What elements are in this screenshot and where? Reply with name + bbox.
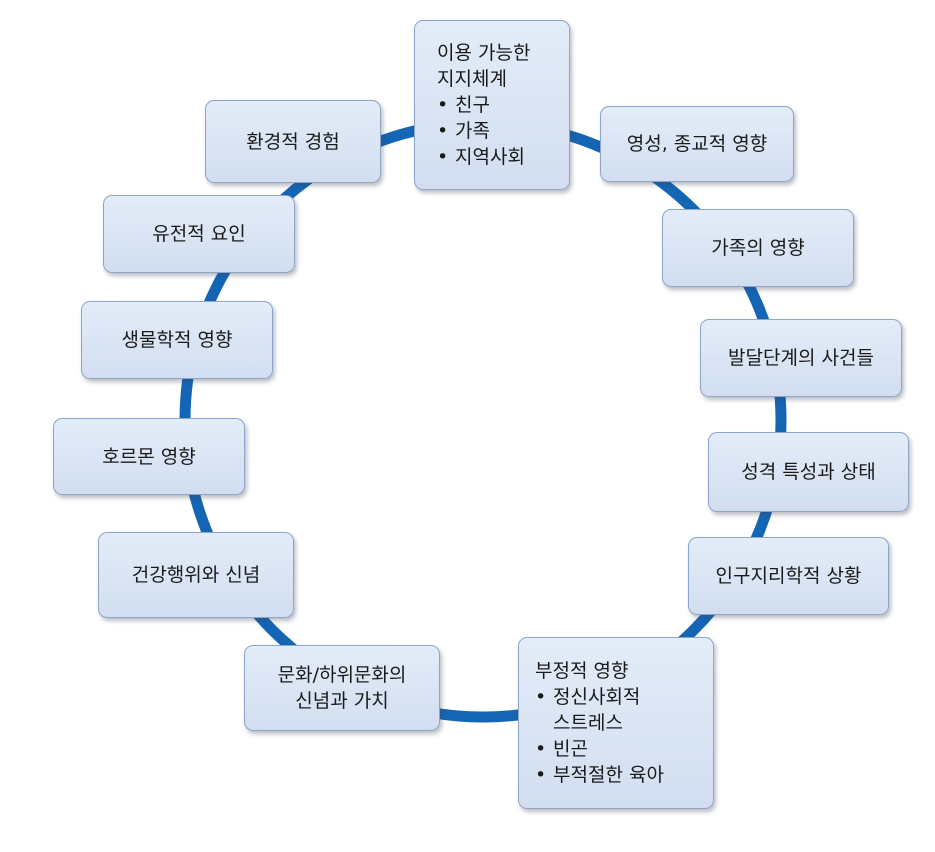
spiritual-influence-label: 영성, 종교적 영향 (626, 133, 768, 155)
genetic-factors-label: 유전적 요인 (152, 223, 246, 245)
support-title-line2: 지지체계 (437, 68, 507, 90)
developmental-events-box: 발달단계의 사건들 (700, 319, 902, 397)
personality-label: 성격 특성과 상태 (741, 461, 876, 483)
negative-title: 부정적 영향 (535, 660, 629, 682)
environmental-experience-box: 환경적 경험 (205, 100, 381, 183)
demographic-box: 인구지리학적 상황 (688, 537, 889, 615)
negative-bullet-stress: •정신사회적 스트레스 (535, 686, 641, 734)
environmental-experience-label: 환경적 경험 (246, 130, 340, 153)
health-behavior-box: 건강행위와 신념 (98, 532, 294, 618)
health-behavior-label: 건강행위와 신념 (131, 564, 261, 586)
negative-influence-box: 부정적 영향 •정신사회적 스트레스 •빈곤 •부적절한 육아 (518, 637, 714, 809)
support-system-box: 이용 가능한 지지체계 •친구 •가족 •지역사회 (414, 20, 570, 190)
demographic-label: 인구지리학적 상황 (715, 565, 862, 587)
biological-influence-label: 생물학적 영향 (121, 329, 233, 351)
genetic-factors-box: 유전적 요인 (103, 195, 295, 273)
biological-influence-box: 생물학적 영향 (81, 301, 273, 379)
support-bullet-family: •가족 (437, 120, 490, 142)
hormone-influence-box: 호르몬 영향 (53, 418, 245, 495)
negative-bullet-poverty: •빈곤 (535, 738, 588, 760)
support-bullet-community: •지역사회 (437, 146, 525, 168)
developmental-events-label: 발달단계의 사건들 (728, 347, 874, 369)
culture-beliefs-box: 문화/하위문화의 신념과 가치 (244, 645, 440, 731)
family-influence-box: 가족의 영향 (662, 209, 854, 287)
negative-bullet-parenting: •부적절한 육아 (535, 764, 664, 786)
culture-line1: 문화/하위문화의 (277, 664, 407, 686)
personality-box: 성격 특성과 상태 (708, 432, 909, 512)
hormone-influence-label: 호르몬 영향 (102, 445, 196, 468)
spiritual-influence-box: 영성, 종교적 영향 (600, 106, 794, 182)
culture-line2: 신념과 가치 (295, 690, 389, 712)
family-influence-label: 가족의 영향 (711, 237, 805, 259)
support-title-line1: 이용 가능한 (437, 42, 531, 64)
support-bullet-friends: •친구 (437, 94, 490, 116)
